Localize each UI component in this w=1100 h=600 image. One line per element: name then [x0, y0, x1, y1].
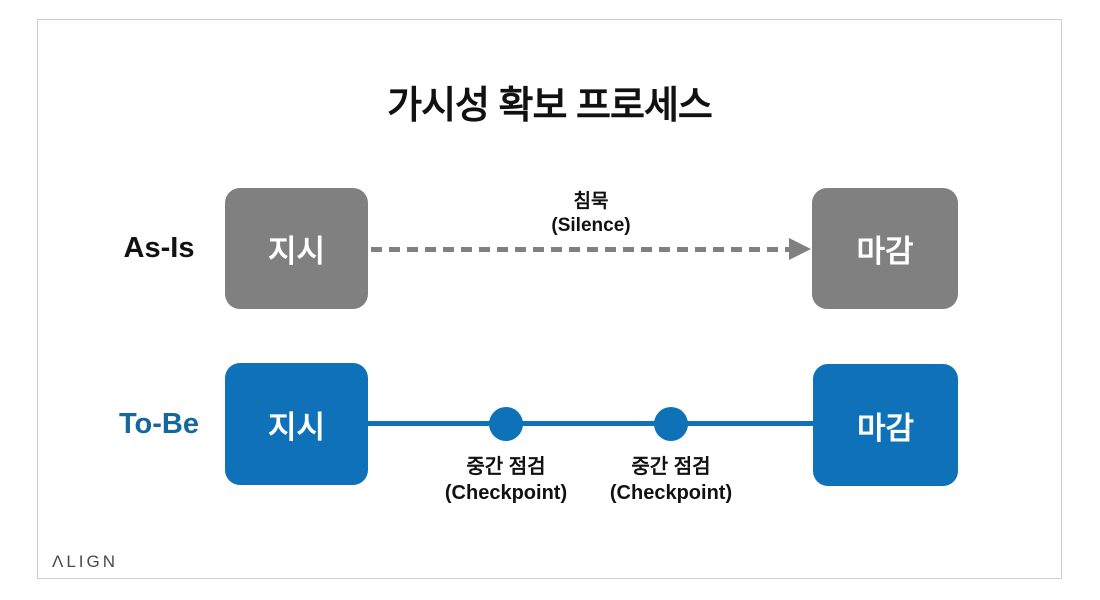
asis-start-box-label: 지시 [267, 234, 326, 269]
diagram-title: 가시성 확보 프로세스 [387, 85, 713, 127]
asis-dashed-arrow-line [371, 247, 790, 252]
asis-end-box: 마감 [812, 188, 958, 309]
asis-row-label: As-Is [123, 232, 195, 264]
tobe-end-box: 마감 [813, 364, 958, 486]
checkpoint-dot [489, 407, 523, 441]
silence-label: 침묵 (Silence) [481, 190, 701, 238]
checkpoint-label-ko: 중간 점검 [631, 456, 711, 478]
arrowhead-icon [789, 238, 811, 260]
checkpoint-label: 중간 점검 (Checkpoint) [571, 454, 771, 506]
checkpoint-label-ko: 중간 점검 [466, 456, 546, 478]
slide-frame: 가시성 확보 프로세스 As-Is 지시 침묵 (Silence) 마감 To-… [37, 19, 1062, 579]
align-logo: ΛLIGN [52, 552, 119, 571]
tobe-row-label: To-Be [118, 408, 199, 440]
asis-end-box-label: 마감 [856, 234, 914, 269]
silence-label-en: (Silence) [551, 215, 631, 236]
checkpoint-label: 중간 점검 (Checkpoint) [406, 454, 606, 506]
tobe-start-box: 지시 [225, 363, 368, 485]
tobe-end-box-label: 마감 [856, 410, 915, 446]
checkpoint-label-en: (Checkpoint) [444, 482, 568, 504]
checkpoint-dot [654, 407, 688, 441]
checkpoint-label-en: (Checkpoint) [609, 482, 733, 504]
tobe-timeline [368, 421, 813, 426]
asis-start-box: 지시 [225, 188, 368, 309]
silence-label-ko: 침묵 [573, 191, 609, 212]
tobe-start-box-label: 지시 [267, 409, 326, 445]
